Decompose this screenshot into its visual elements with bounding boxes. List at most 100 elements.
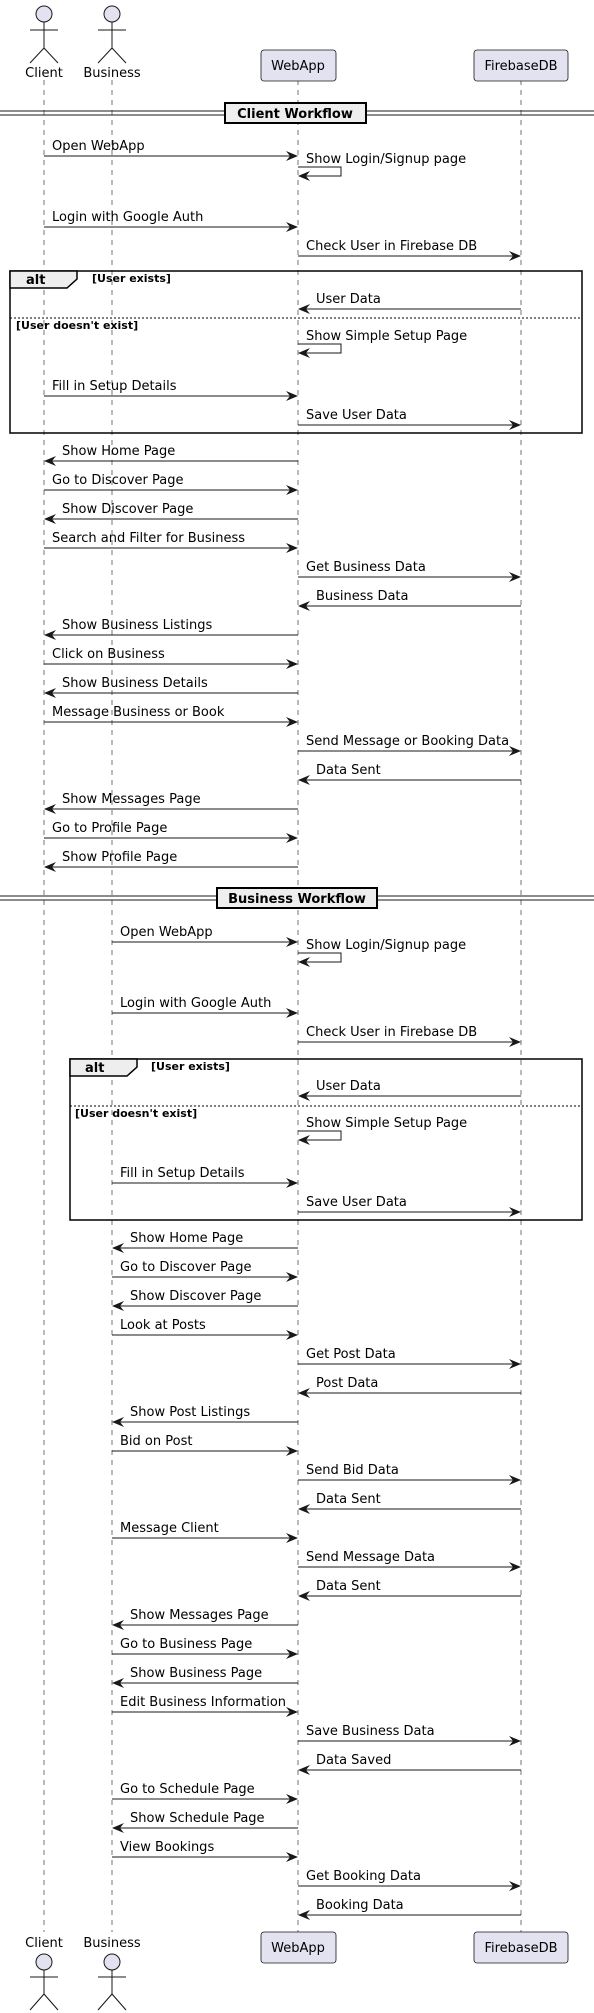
message-label: Data Sent <box>316 763 381 778</box>
message-label: Go to Discover Page <box>120 1260 251 1275</box>
message-b32: Booking Data <box>298 1898 521 1920</box>
message-c17: Show Business Details <box>44 676 298 698</box>
participant-webapp-box-bottom <box>260 1931 337 1964</box>
message-c5: User Data <box>298 292 521 314</box>
message-b20: Send Message Data <box>298 1550 521 1572</box>
message-b22: Show Messages Page <box>112 1608 298 1630</box>
message-label: Show Simple Setup Page <box>306 1116 467 1131</box>
message-label: Send Message or Booking Data <box>306 734 509 749</box>
message-label: Show Schedule Page <box>130 1811 265 1826</box>
message-c10: Go to Discover Page <box>44 473 298 495</box>
alt-keyword: alt <box>85 1061 104 1076</box>
message-c18: Message Business or Book <box>44 705 298 727</box>
message-b10: Go to Discover Page <box>112 1260 298 1282</box>
message-label: Check User in Firebase DB <box>306 239 477 254</box>
alt-guard-exists: [User exists] <box>92 272 171 285</box>
message-b1: Open WebApp <box>112 925 298 947</box>
section-business-workflow: Business Workflow <box>228 892 366 907</box>
message-b19: Message Client <box>112 1521 298 1543</box>
message-b11: Show Discover Page <box>112 1289 298 1311</box>
message-label: Data Saved <box>316 1753 391 1768</box>
message-label: Bid on Post <box>120 1434 192 1449</box>
message-c2: Show Login/Signup page <box>298 152 466 181</box>
message-arrow <box>298 1130 342 1145</box>
message-label: Show Business Page <box>130 1666 262 1681</box>
participant-client-label: Client <box>25 66 63 81</box>
message-c11: Show Discover Page <box>44 502 298 524</box>
participant-firebase-box <box>473 49 569 82</box>
message-label: Show Discover Page <box>62 502 193 517</box>
message-label: Show Discover Page <box>130 1289 261 1304</box>
message-label: Business Data <box>316 589 409 604</box>
message-label: Save User Data <box>306 1195 407 1210</box>
message-label: Get Post Data <box>306 1347 396 1362</box>
message-label: View Bookings <box>120 1840 214 1855</box>
message-label: Show Home Page <box>130 1231 243 1246</box>
participant-firebase-label: FirebaseDB <box>484 59 557 74</box>
actor-head <box>35 1953 53 1971</box>
message-b6: Show Simple Setup Page <box>298 1116 467 1145</box>
message-label: Edit Business Information <box>120 1695 286 1710</box>
message-c14: Business Data <box>298 589 521 611</box>
message-label: Go to Business Page <box>120 1637 252 1652</box>
alt-keyword: alt <box>26 273 45 288</box>
participant-firebase-box-bottom <box>473 1931 569 1964</box>
message-label: Search and Filter for Business <box>52 531 245 546</box>
alt-guard-exists: [User exists] <box>151 1060 230 1073</box>
message-label: Login with Google Auth <box>120 996 271 1011</box>
message-b17: Send Bid Data <box>298 1463 521 1485</box>
message-c8: Save User Data <box>298 408 521 430</box>
message-label: Show Profile Page <box>62 850 177 865</box>
message-label: Send Bid Data <box>306 1463 399 1478</box>
message-label: User Data <box>316 1079 381 1094</box>
message-label: Show Messages Page <box>130 1608 269 1623</box>
message-label: Booking Data <box>316 1898 404 1913</box>
participants-bottom: Client Business WebApp FirebaseDB <box>25 1931 569 2011</box>
alt-guard-not-exists: [User doesn't exist] <box>16 319 138 332</box>
participant-webapp-label-bottom: WebApp <box>271 1941 325 1956</box>
message-label: Look at Posts <box>120 1318 206 1333</box>
message-b13: Get Post Data <box>298 1347 521 1369</box>
divider-label-box <box>224 102 367 124</box>
divider-label-box <box>216 887 378 909</box>
actor-business-bottom <box>97 1953 127 2011</box>
participants-top: Client Business WebApp FirebaseDB <box>25 5 569 82</box>
message-arrow <box>298 343 342 358</box>
message-b21: Data Sent <box>298 1579 521 1601</box>
message-label: Show Post Listings <box>130 1405 250 1420</box>
section-client-workflow: Client Workflow <box>237 107 353 122</box>
message-c23: Show Profile Page <box>44 850 298 872</box>
message-label: Send Message Data <box>306 1550 435 1565</box>
message-b2: Show Login/Signup page <box>298 938 466 967</box>
message-label: Show Login/Signup page <box>306 938 466 953</box>
message-label: Show Home Page <box>62 444 175 459</box>
message-label: Get Business Data <box>306 560 426 575</box>
message-b28: Go to Schedule Page <box>112 1782 298 1804</box>
message-label: Show Simple Setup Page <box>306 329 467 344</box>
message-label: Message Client <box>120 1521 219 1536</box>
participant-business-label: Business <box>83 66 141 81</box>
message-b7: Fill in Setup Details <box>112 1166 298 1188</box>
actor-head <box>103 5 121 23</box>
message-b8: Save User Data <box>298 1195 521 1217</box>
message-c6: Show Simple Setup Page <box>298 329 467 358</box>
message-c19: Send Message or Booking Data <box>298 734 521 756</box>
participant-business-label-bottom: Business <box>83 1936 141 1951</box>
message-label: Fill in Setup Details <box>52 379 177 394</box>
message-label: Open WebApp <box>120 925 213 940</box>
message-b3: Login with Google Auth <box>112 996 298 1018</box>
message-c9: Show Home Page <box>44 444 298 466</box>
actor-business-top <box>97 5 127 64</box>
message-b18: Data Sent <box>298 1492 521 1514</box>
message-label: Save Business Data <box>306 1724 435 1739</box>
message-b9: Show Home Page <box>112 1231 298 1253</box>
actor-client-bottom <box>29 1953 59 2011</box>
message-b14: Post Data <box>298 1376 521 1398</box>
actor-head <box>35 5 53 23</box>
message-b24: Show Business Page <box>112 1666 298 1688</box>
message-b29: Show Schedule Page <box>112 1811 298 1833</box>
message-b5: User Data <box>298 1079 521 1101</box>
actor-client-top <box>29 5 59 64</box>
message-b30: View Bookings <box>112 1840 298 1862</box>
